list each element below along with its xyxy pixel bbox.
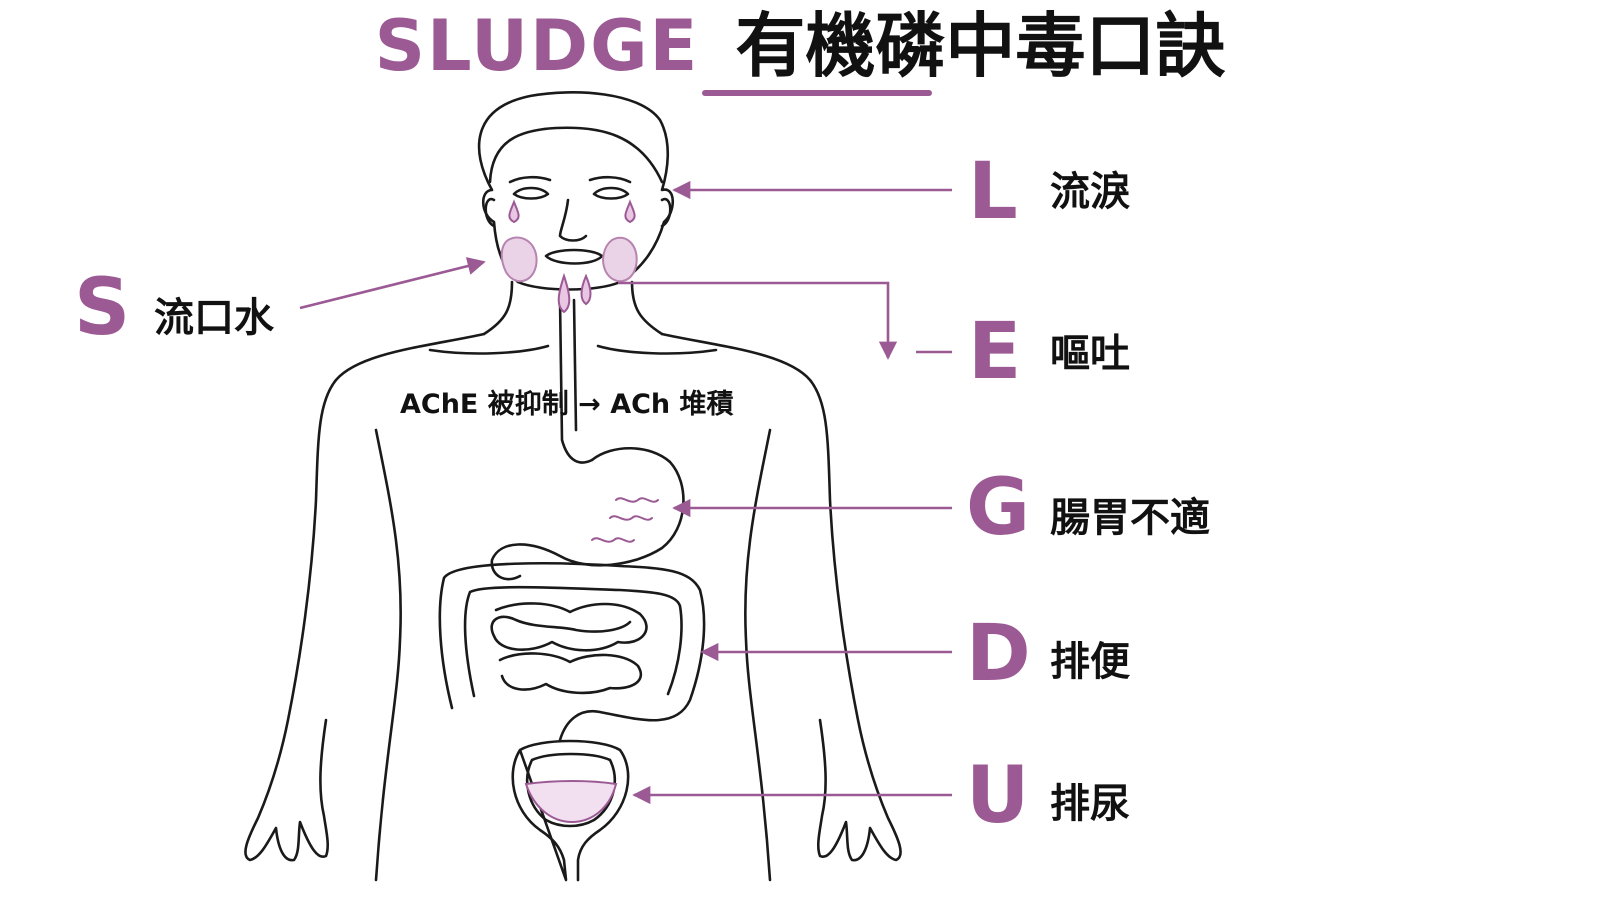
left-eye <box>512 186 550 200</box>
title-chinese: 有機磷中毒口訣 <box>735 5 1226 87</box>
bladder <box>511 739 630 882</box>
left-eyebrow <box>508 175 552 184</box>
letter-d: D <box>966 609 1031 699</box>
letter-u: U <box>966 751 1030 841</box>
stomach-wave-3 <box>591 537 635 543</box>
neck-right <box>630 280 664 336</box>
torso-outline <box>244 332 486 862</box>
collarbone-left <box>428 344 550 355</box>
meaning-d: 排便 <box>1050 639 1130 685</box>
meaning-s: 流口水 <box>154 295 274 341</box>
left-tear-drop <box>508 199 520 224</box>
small-intestine <box>490 602 648 652</box>
mouth <box>544 248 604 265</box>
drool-drop-2 <box>580 273 592 306</box>
meaning-g: 腸胃不適 <box>1050 495 1210 541</box>
small-intestine-lower <box>498 652 642 695</box>
right-ear <box>660 197 672 228</box>
collarbone-right <box>596 344 718 355</box>
large-intestine-inner <box>463 585 683 698</box>
esophagus-inner <box>572 298 578 432</box>
mechanism-label: AChE 被抑制 → ACh 堆積 <box>400 389 734 420</box>
meaning-e: 嘔吐 <box>1050 331 1130 377</box>
arrow-s <box>299 257 486 310</box>
left-salivary-gland <box>500 236 538 282</box>
right-salivary-gland <box>602 236 638 282</box>
neck-left <box>482 280 514 336</box>
title-acronym: SLUDGE <box>374 5 700 87</box>
nose <box>558 198 588 242</box>
right-side-waist <box>744 428 772 882</box>
bladder-fluid <box>524 780 618 824</box>
left-side-waist <box>374 428 402 882</box>
torso-outline-right <box>660 332 902 862</box>
bladder-inner <box>525 752 617 828</box>
letter-e: E <box>968 307 1022 397</box>
left-ear <box>484 197 496 228</box>
stomach-wave-2 <box>609 515 653 521</box>
right-tear-drop <box>624 199 636 224</box>
stomach-wave-1 <box>615 497 659 503</box>
right-eyebrow <box>588 175 632 184</box>
meaning-u: 排尿 <box>1050 781 1130 827</box>
letter-s: S <box>74 263 131 353</box>
accent-marks <box>500 199 659 824</box>
drool-drop-1 <box>557 272 571 314</box>
hair-line <box>488 126 664 184</box>
letter-l: L <box>968 147 1018 237</box>
large-intestine <box>438 561 706 742</box>
letter-g: G <box>966 463 1031 553</box>
arrow-e <box>618 281 898 360</box>
page-title: SLUDGE 有機磷中毒口訣 <box>0 4 1600 88</box>
meaning-l: 流淚 <box>1050 169 1130 215</box>
right-eye <box>592 186 630 200</box>
title-underline <box>702 90 932 96</box>
esophagus <box>558 298 594 464</box>
stomach <box>490 446 685 581</box>
